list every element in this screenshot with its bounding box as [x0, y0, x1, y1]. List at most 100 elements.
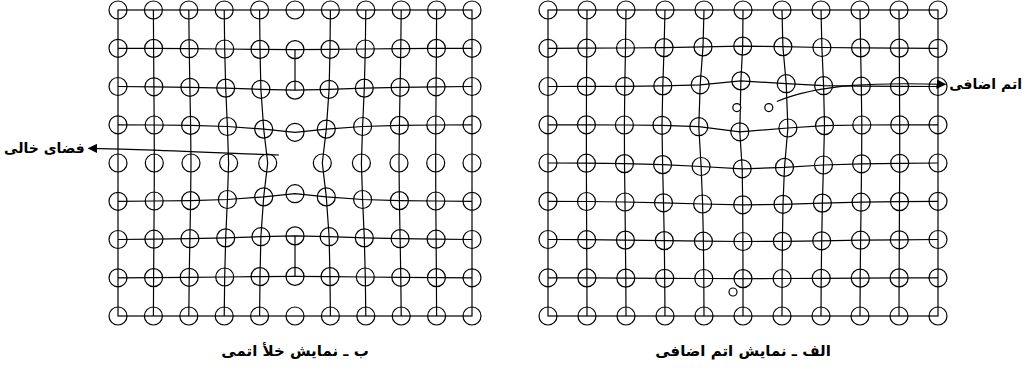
atom: [539, 231, 557, 249]
atom: [929, 231, 947, 249]
atom: [695, 1, 713, 19]
atom: [891, 77, 909, 95]
atom: [286, 227, 304, 245]
atom: [653, 116, 671, 134]
atom: [286, 307, 304, 325]
atom: [390, 192, 408, 210]
atom: [815, 156, 833, 174]
lattice-line: [189, 10, 191, 316]
atom: [216, 268, 234, 286]
extra-atom: [733, 104, 741, 112]
atom: [654, 156, 672, 174]
lattice-line: [361, 10, 365, 316]
lattice-line: [399, 10, 401, 316]
atom: [317, 188, 335, 206]
atom: [616, 77, 634, 95]
atom: [852, 231, 870, 249]
atom: [251, 307, 269, 325]
atom: [734, 270, 752, 288]
atom: [144, 307, 162, 325]
extra-atom: [729, 288, 737, 296]
atom: [392, 40, 410, 58]
atom: [427, 230, 445, 248]
atom: [252, 228, 270, 246]
atom: [851, 307, 869, 325]
atom: [578, 269, 596, 287]
atom: [181, 78, 199, 96]
lattice-line: [294, 236, 295, 277]
atom: [217, 79, 235, 97]
atom: [428, 307, 446, 325]
atom: [656, 1, 674, 19]
atom: [654, 77, 672, 95]
atom: [215, 1, 233, 19]
atom: [182, 116, 200, 134]
atom: [578, 193, 596, 211]
atom: [427, 78, 445, 96]
atom: [773, 1, 791, 19]
atom: [694, 195, 712, 213]
atom: [617, 307, 635, 325]
atom: [463, 269, 481, 287]
atom: [313, 154, 331, 172]
atom: [355, 79, 373, 97]
atom: [392, 1, 410, 19]
lattice-line: [224, 10, 228, 316]
atom: [428, 1, 446, 19]
atom: [812, 307, 830, 325]
atom: [732, 72, 750, 90]
atom: [255, 188, 273, 206]
atom: [286, 123, 304, 141]
atom: [890, 269, 908, 287]
atom: [929, 307, 947, 325]
atom: [577, 116, 595, 134]
lattice-line: [548, 163, 938, 169]
atom: [109, 192, 127, 210]
atom: [617, 39, 635, 57]
atom: [773, 307, 791, 325]
atom: [816, 117, 834, 135]
atom: [734, 196, 752, 214]
atom: [851, 269, 869, 287]
atom: [109, 39, 127, 57]
atom: [354, 191, 372, 209]
atom: [656, 269, 674, 287]
atom: [392, 268, 410, 286]
atom: [929, 39, 947, 57]
atom: [320, 228, 338, 246]
atom: [427, 154, 445, 172]
atom: [656, 307, 674, 325]
atom: [734, 37, 752, 55]
atom: [391, 78, 409, 96]
atom: [463, 78, 481, 96]
atom: [321, 40, 339, 58]
lattice-line: [118, 125, 472, 133]
atom: [694, 38, 712, 56]
atom: [695, 307, 713, 325]
atom: [890, 39, 908, 57]
atom: [427, 192, 445, 210]
atom: [216, 40, 234, 58]
atom: [427, 269, 445, 287]
atom: [354, 118, 372, 136]
atom: [694, 232, 712, 250]
atom: [655, 194, 673, 212]
atom: [180, 307, 198, 325]
atom: [891, 193, 909, 211]
atom: [929, 78, 947, 96]
atom: [463, 39, 481, 57]
atom: [690, 118, 708, 136]
atom: [929, 154, 947, 172]
leader-line: [777, 84, 945, 102]
atom: [109, 231, 127, 249]
atom: [286, 41, 304, 59]
lattice-line: [153, 10, 155, 316]
atom: [217, 229, 235, 247]
atom: [539, 154, 557, 172]
atom: [731, 123, 749, 141]
frame: [548, 10, 938, 316]
lattice-line: [294, 50, 295, 91]
atom: [539, 192, 557, 210]
atom: [463, 307, 481, 325]
atom: [734, 307, 752, 325]
